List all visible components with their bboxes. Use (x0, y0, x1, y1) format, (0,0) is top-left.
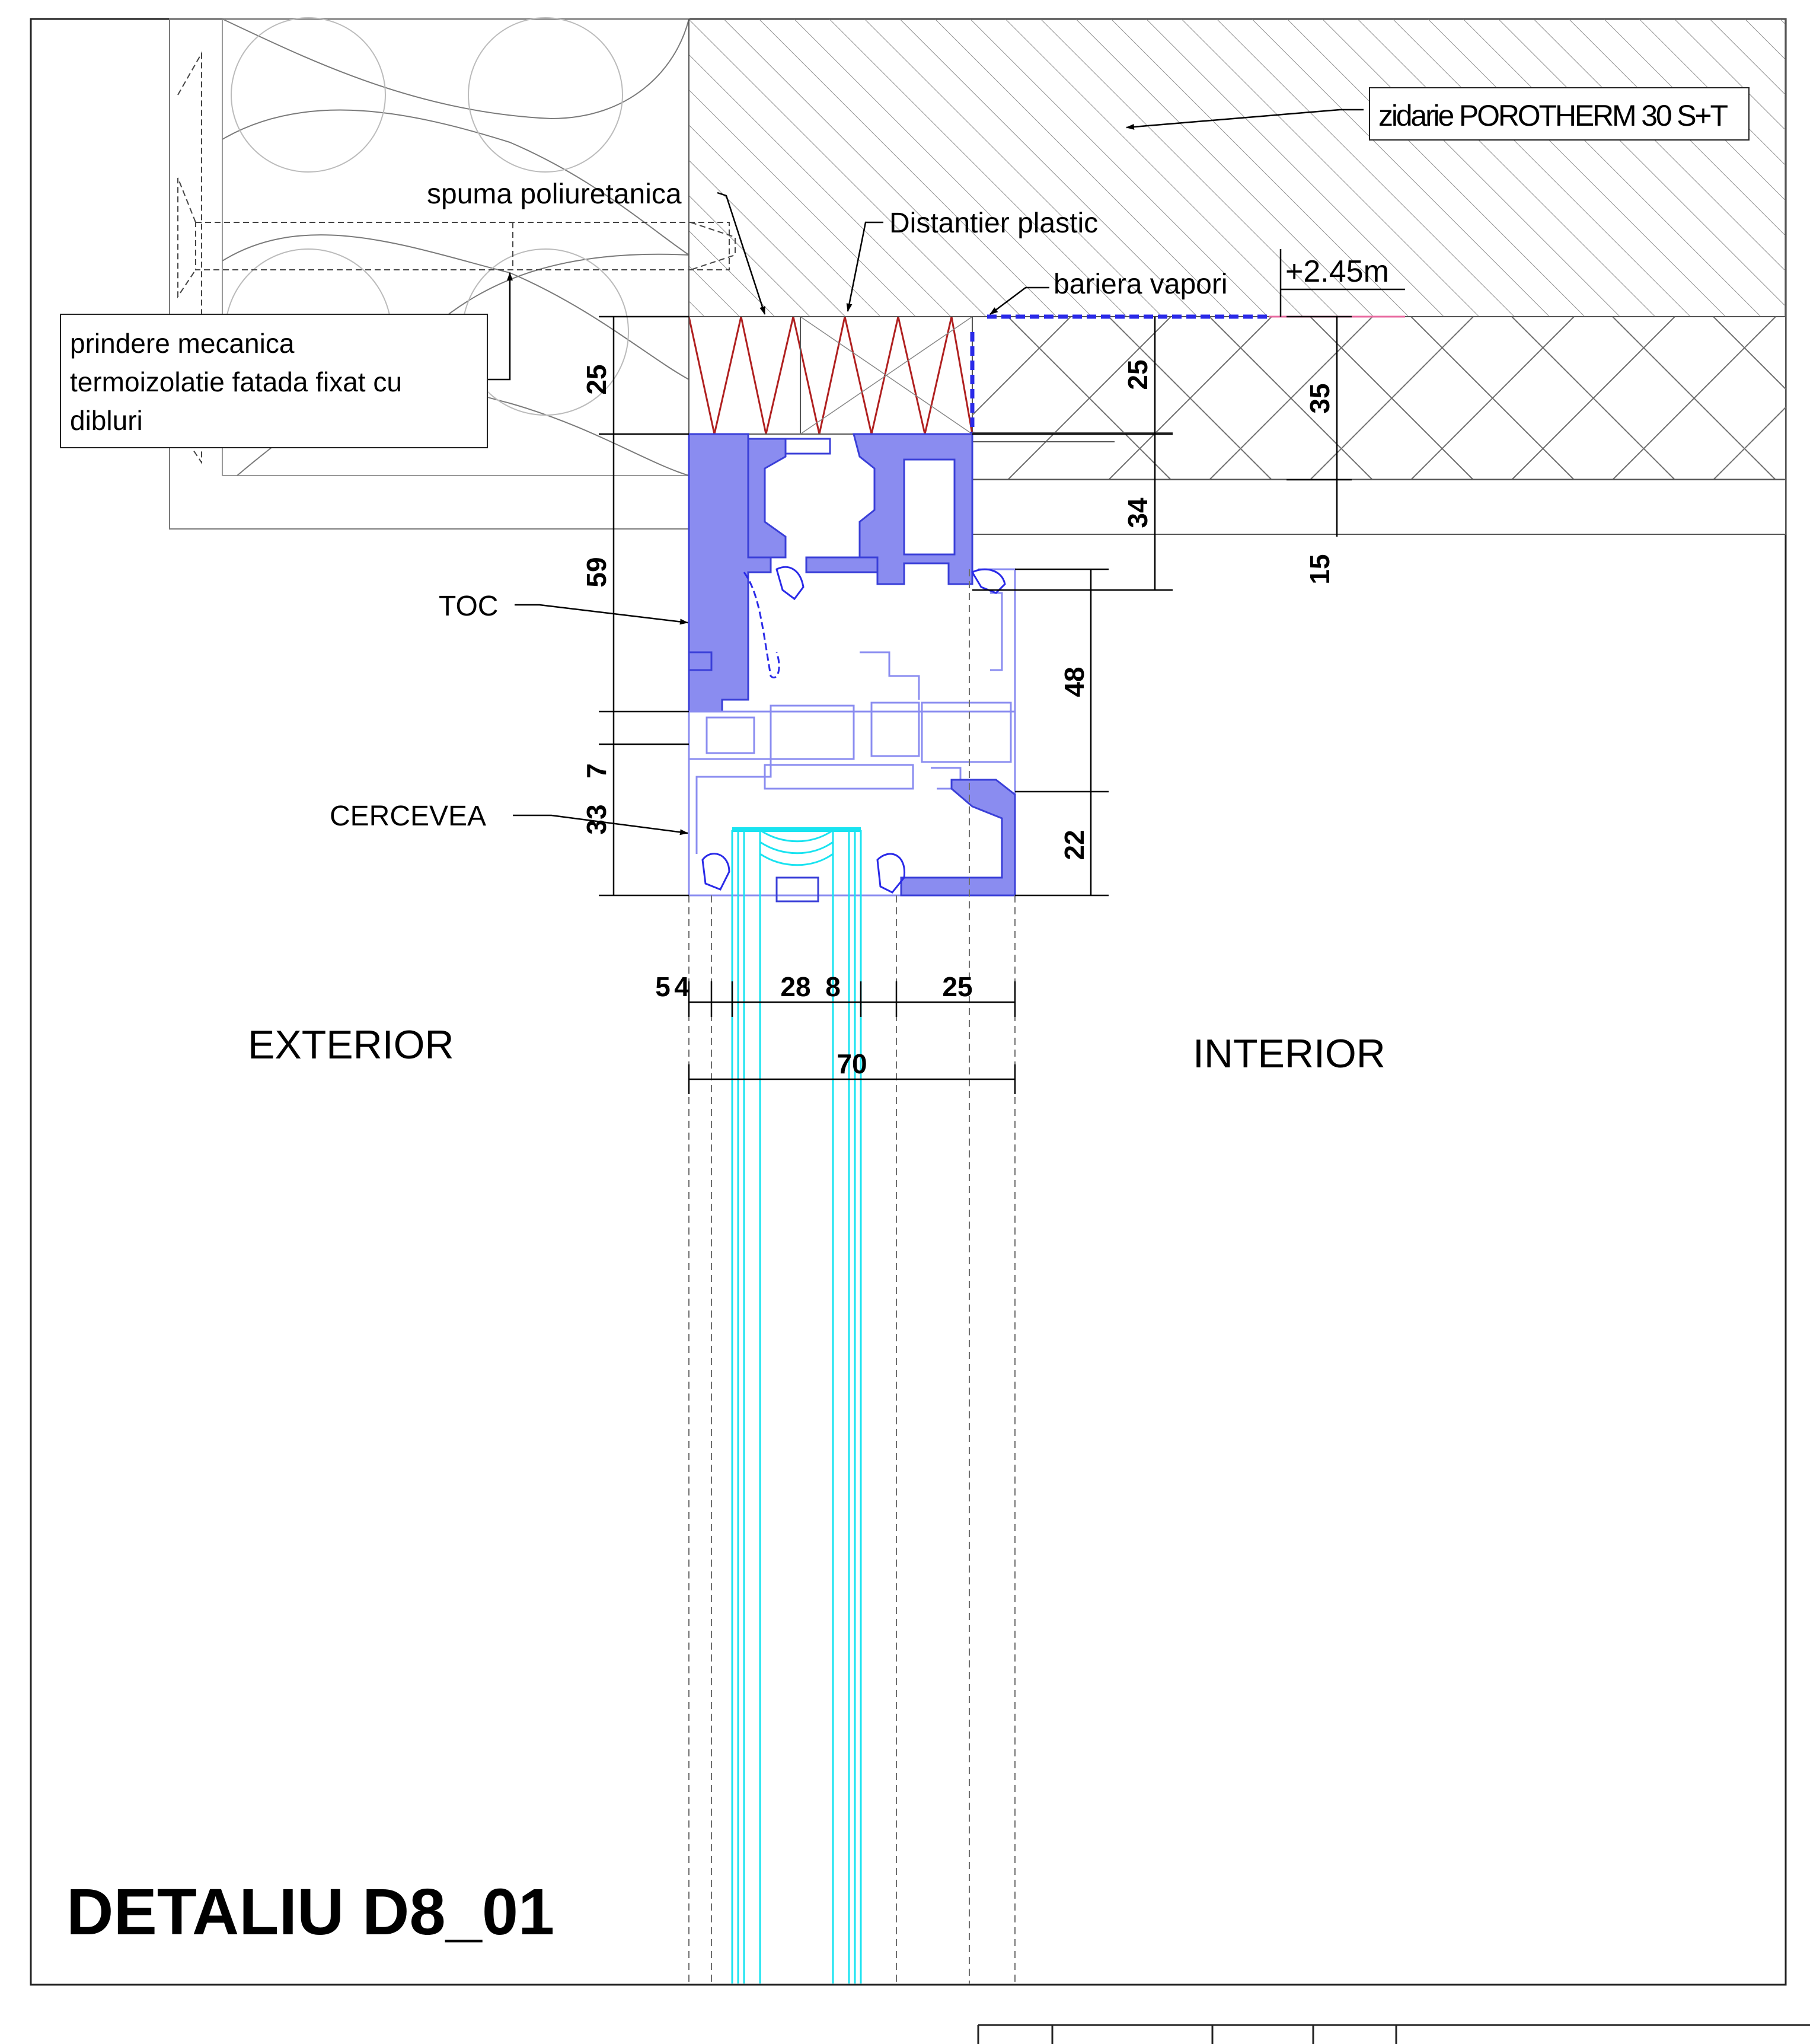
sash-label: CERCEVEA (330, 801, 486, 832)
dim-33: 33 (581, 804, 612, 834)
dim-25-bottom: 25 (942, 971, 972, 1002)
title-block (977, 2024, 1810, 2044)
dim-59: 59 (581, 557, 612, 587)
dim-35: 35 (1304, 383, 1335, 413)
level-label: +2.45m (1285, 254, 1389, 289)
dim-22: 22 (1059, 830, 1090, 860)
dim-25-left: 25 (581, 364, 612, 394)
dim-34: 34 (1122, 498, 1153, 528)
foam-and-spacer (688, 316, 973, 435)
glazing-bead (900, 779, 1016, 897)
leader-lines (486, 109, 1405, 836)
frame-label: TOC (439, 591, 498, 622)
insulation-fixing-line2: termoizolatie fatada fixat cu (70, 366, 402, 397)
interior-label: INTERIOR (1193, 1031, 1386, 1076)
insulation-fixing-line1: prindere mecanica (70, 328, 295, 359)
dim-5: 5 (655, 971, 671, 1002)
vapor-barrier-label: bariera vapori (1054, 269, 1227, 300)
dim-48: 48 (1059, 667, 1090, 697)
insulation-fixing-line3: dibluri (70, 405, 143, 436)
plaster-layer (972, 316, 1786, 535)
foam-label: spuma poliuretanica (427, 178, 682, 210)
facade-insulation (169, 17, 689, 530)
insulation-label-box (60, 314, 488, 448)
glass-pane (731, 827, 862, 1984)
dim-4: 4 (674, 971, 689, 1002)
wall-label-box (1369, 87, 1750, 141)
dim-28: 28 (780, 971, 810, 1002)
dim-7: 7 (581, 763, 612, 779)
dimension-lines (599, 315, 1352, 1094)
vapor-barrier (970, 314, 1269, 433)
dim-25-mid: 25 (1122, 359, 1153, 390)
wall-material-label: zidarie POROTHERM 30 S+T (1378, 99, 1728, 132)
dim-15: 15 (1304, 554, 1335, 584)
frame-profile (688, 433, 973, 713)
masonry-wall (688, 18, 1786, 317)
dim-70: 70 (837, 1048, 867, 1079)
exterior-label: EXTERIOR (248, 1022, 454, 1067)
drawing-title: DETALIU D8_01 (66, 1876, 554, 1949)
dim-8: 8 (825, 971, 841, 1002)
spacer-label: Distantier plastic (889, 208, 1098, 239)
